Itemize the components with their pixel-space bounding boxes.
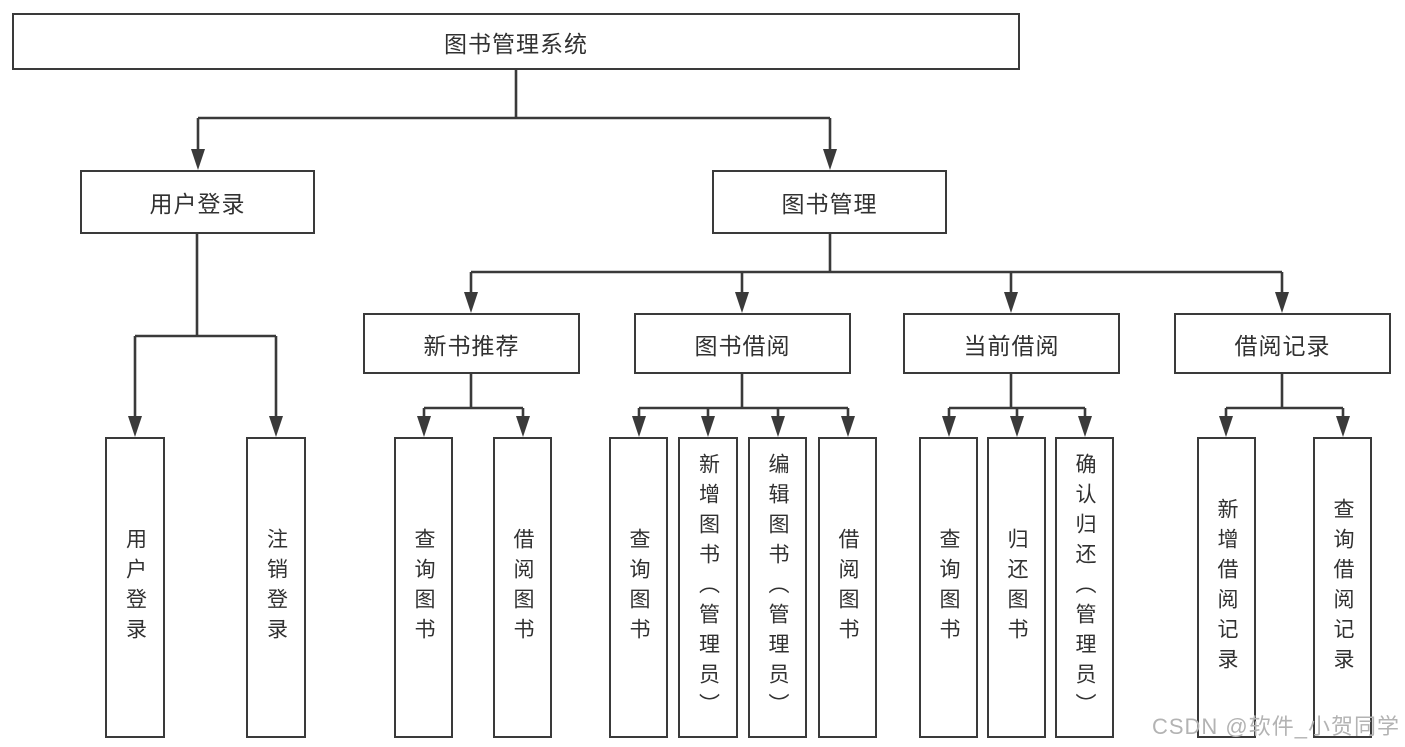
node-book-management-branch: 图书管理 bbox=[712, 170, 947, 234]
leaf-query-borrow-record: 查询借阅记录 bbox=[1313, 437, 1372, 738]
leaf-confirm-return-admin: 确认归还（管理员） bbox=[1055, 437, 1114, 738]
leaf-label: 新增借阅记录 bbox=[1215, 497, 1238, 678]
node-label: 新书推荐 bbox=[423, 332, 520, 359]
leaf-edit-books-admin: 编辑图书（管理员） bbox=[748, 437, 807, 738]
leaf-label: 编辑图书（管理员） bbox=[766, 452, 789, 723]
node-label: 图书管理 bbox=[781, 191, 878, 217]
csdn-watermark: CSDN @软件_小贺同学 bbox=[1151, 714, 1400, 739]
leaf-add-borrow-record: 新增借阅记录 bbox=[1197, 437, 1256, 738]
node-label: 用户登录 bbox=[149, 191, 246, 217]
leaf-borrow-books: 借阅图书 bbox=[818, 437, 877, 738]
node-label: 当前借阅 bbox=[963, 332, 1060, 359]
leaf-return-books: 归还图书 bbox=[987, 437, 1046, 738]
node-root-system: 图书管理系统 bbox=[12, 13, 1020, 70]
node-label: 图书借阅 bbox=[694, 332, 791, 359]
leaf-query-books-current: 查询图书 bbox=[919, 437, 978, 738]
node-label: 借阅记录 bbox=[1234, 332, 1331, 359]
leaf-label: 查询图书 bbox=[627, 527, 650, 648]
node-borrow-records: 借阅记录 bbox=[1174, 313, 1391, 374]
node-user-login-branch: 用户登录 bbox=[80, 170, 315, 234]
leaf-label: 用户登录 bbox=[123, 527, 147, 648]
leaf-label: 注销登录 bbox=[264, 527, 288, 648]
leaf-label: 查询图书 bbox=[937, 527, 960, 648]
leaf-label: 查询图书 bbox=[412, 527, 435, 648]
leaf-label: 查询借阅记录 bbox=[1331, 497, 1354, 678]
node-book-borrow: 图书借阅 bbox=[634, 313, 851, 374]
leaf-label: 借阅图书 bbox=[836, 527, 859, 648]
leaf-add-books-admin: 新增图书（管理员） bbox=[678, 437, 738, 738]
leaf-label: 借阅图书 bbox=[511, 527, 534, 648]
leaf-query-books-recommend: 查询图书 bbox=[394, 437, 453, 738]
leaf-logout: 注销登录 bbox=[246, 437, 306, 738]
node-label: 图书管理系统 bbox=[444, 30, 588, 57]
leaf-query-books-borrow: 查询图书 bbox=[609, 437, 668, 738]
leaf-label: 新增图书（管理员） bbox=[696, 452, 720, 723]
node-current-borrow: 当前借阅 bbox=[903, 313, 1120, 374]
leaf-label: 确认归还（管理员） bbox=[1073, 452, 1096, 723]
leaf-label: 归还图书 bbox=[1005, 527, 1028, 648]
node-new-book-recommend: 新书推荐 bbox=[363, 313, 580, 374]
leaf-borrow-books-recommend: 借阅图书 bbox=[493, 437, 552, 738]
leaf-user-login: 用户登录 bbox=[105, 437, 165, 738]
